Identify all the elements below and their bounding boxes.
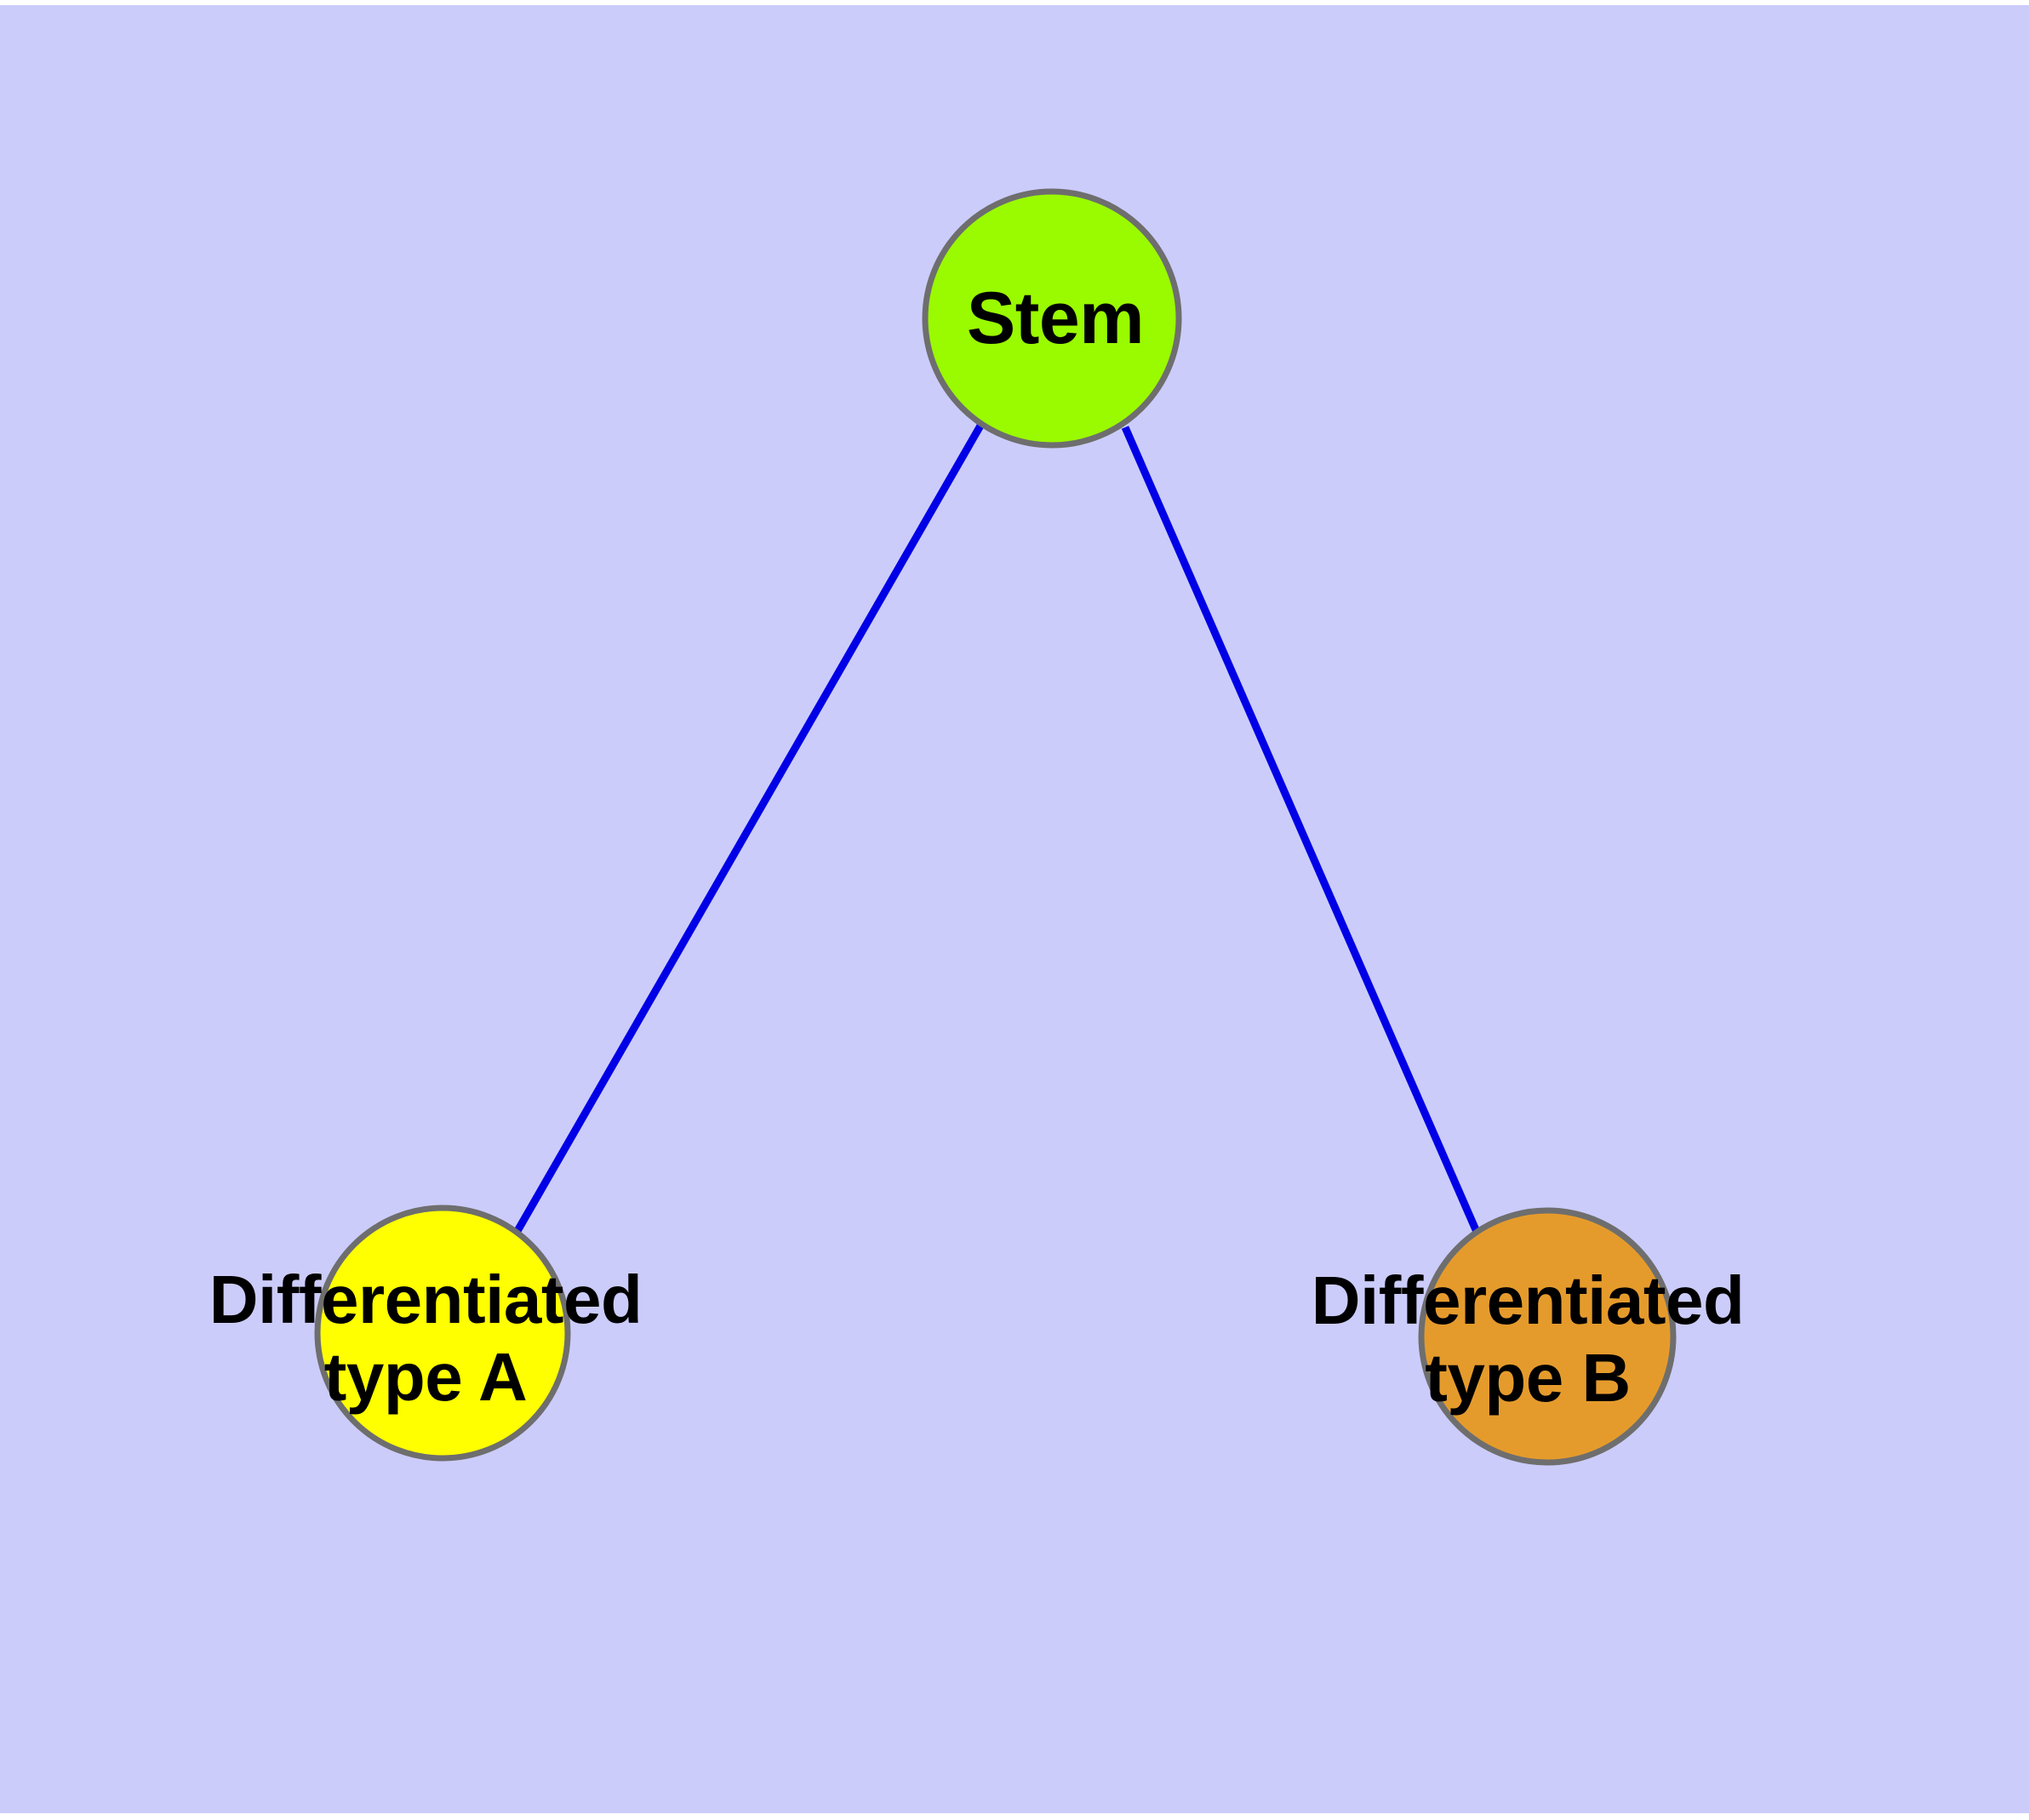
edge-stem-to-diff-a[interactable]	[514, 423, 984, 1233]
node-layer	[314, 188, 1677, 1466]
node-differentiated-type-b[interactable]	[1418, 1207, 1677, 1466]
edge-stem-to-diff-b[interactable]	[1121, 426, 1481, 1233]
node-stem[interactable]	[922, 188, 1182, 449]
node-differentiated-type-a[interactable]	[314, 1205, 571, 1462]
edge-layer	[514, 423, 1481, 1233]
